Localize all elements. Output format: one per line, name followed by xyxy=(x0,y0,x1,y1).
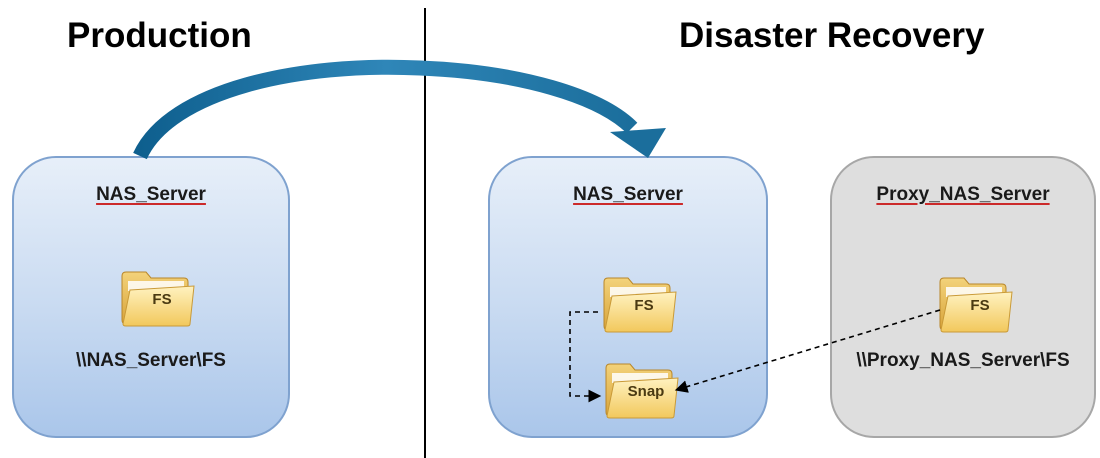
production-nas-server-box: NAS_Server FS \\NAS_Server\FS xyxy=(12,156,290,438)
folder-icon: FS xyxy=(936,270,1014,334)
proxy-nas-server-box: Proxy_NAS_Server FS \\Proxy_NAS_Server\F… xyxy=(830,156,1096,438)
proxy-fs-folder-label: FS xyxy=(970,297,990,314)
dr-snap-folder-label: Snap xyxy=(627,383,665,400)
production-share-path: \\NAS_Server\FS xyxy=(76,350,226,371)
folder-icon: Snap xyxy=(602,356,680,420)
production-fs-folder-label: FS xyxy=(152,291,172,308)
proxy-share-path: \\Proxy_NAS_Server\FS xyxy=(856,350,1070,371)
folder-icon: FS xyxy=(600,270,678,334)
replication-arrowhead xyxy=(610,128,666,158)
dr-nas-server-box: NAS_Server FS Snap xyxy=(488,156,768,438)
dr-nas-server-label: NAS_Server xyxy=(573,184,683,205)
folder-icon: FS xyxy=(118,264,196,328)
proxy-to-snap-connector xyxy=(674,309,941,393)
production-nas-server-label: NAS_Server xyxy=(96,184,206,205)
site-divider xyxy=(424,8,426,458)
fs-to-snap-connector xyxy=(569,311,602,403)
production-title: Production xyxy=(67,16,252,55)
disaster-recovery-title: Disaster Recovery xyxy=(679,16,985,55)
replication-arrow-icon xyxy=(133,59,638,160)
dr-fs-folder-label: FS xyxy=(634,297,654,314)
proxy-nas-server-label: Proxy_NAS_Server xyxy=(876,184,1050,205)
